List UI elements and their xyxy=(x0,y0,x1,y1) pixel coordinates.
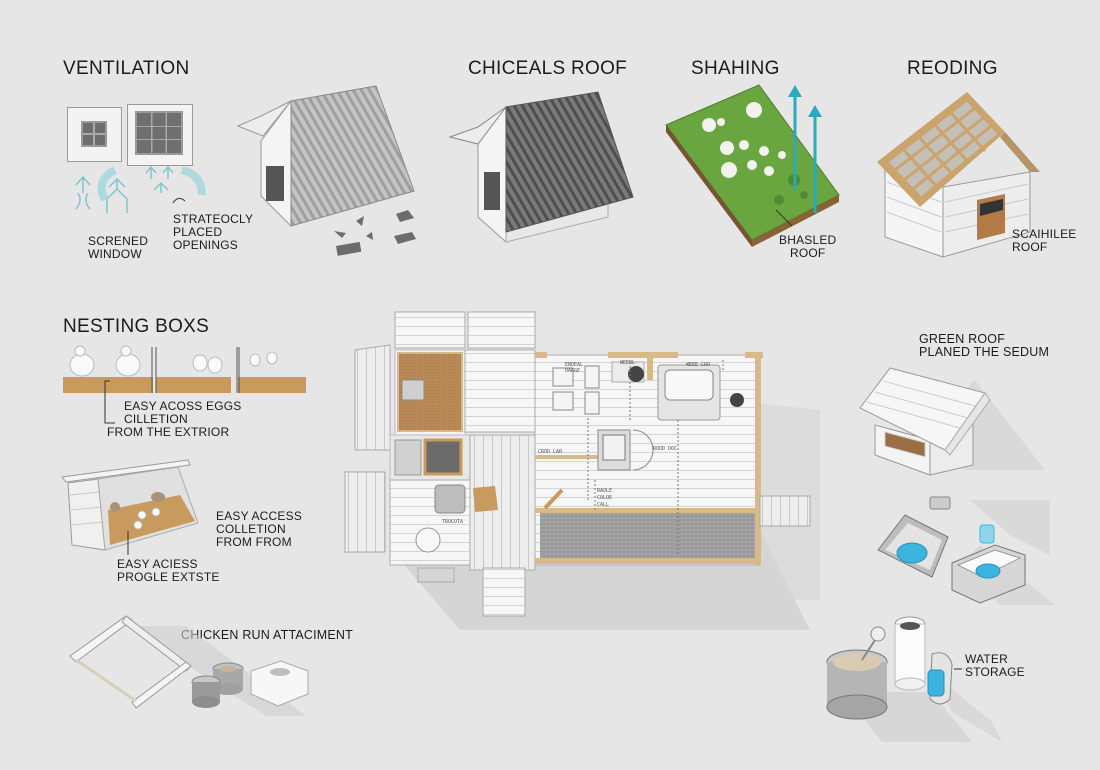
svg-text:CROD LAR: CROD LAR xyxy=(538,449,563,455)
svg-text:WEERL: WEERL xyxy=(620,360,635,366)
nesting-boxes-title: NESTING BOXS xyxy=(63,316,210,337)
svg-text:TROCOTA: TROCOTA xyxy=(442,519,463,525)
easy-access-eggs-label: EASY ACOSS EGGS CILLETION FROM THE EXTRI… xyxy=(107,399,242,439)
chicken-run-illustration xyxy=(69,615,309,716)
chiceals-roof-title: CHICEALS ROOF xyxy=(468,58,628,79)
water-storage-label: WATER STORAGE xyxy=(965,652,1025,679)
shahing-title: SHAHING xyxy=(691,58,780,79)
chicken-run-title: CHICKEN RUN ATTACIMENT xyxy=(181,628,353,642)
svg-text:ENDEAL: ENDEAL xyxy=(565,362,583,368)
svg-text:DARGE: DARGE xyxy=(565,368,580,374)
corrugated-roof-coop-light-illustration xyxy=(236,85,416,256)
easy-access-collection-label: EASY ACCESS COLLETION FROM FROM xyxy=(216,509,303,549)
water-storage-illustration xyxy=(826,616,1002,742)
openings-label: STRATEOCLY PLACED OPENINGS xyxy=(173,212,254,252)
nesting-box-cutaway-illustration xyxy=(61,459,199,555)
grid-roof-coop-illustration xyxy=(877,92,1040,258)
svg-text:CALL: CALL xyxy=(597,502,609,508)
feeder-waterer-trays-illustration xyxy=(877,496,1055,605)
svg-text:ROOD DOC: ROOD DOC xyxy=(653,446,677,452)
green-roof-coop-illustration xyxy=(859,367,1045,476)
scaihilee-roof-label: SCAIHILEE ROOF xyxy=(1012,227,1077,254)
svg-text:COLOE: COLOE xyxy=(597,495,612,501)
svg-text:WEEE CRD: WEEE CRD xyxy=(686,362,710,368)
easy-access-bottom-label: EASY ACIESS PROGLE EXTSTE xyxy=(117,557,220,584)
bhasled-roof-label: BHASLED ROOF xyxy=(779,233,837,260)
small-window-icon xyxy=(67,107,122,162)
corrugated-roof-coop-dark-illustration xyxy=(448,91,634,244)
green-roof-label: GREEN ROOF PLANED THE SEDUM xyxy=(919,332,1050,359)
airflow-arrows-icon xyxy=(75,165,206,213)
ventilation-title: VENTILATION xyxy=(63,58,190,79)
screened-window-icon xyxy=(127,104,193,166)
sedum-green-roof-illustration xyxy=(665,84,840,247)
nesting-boxes-illustration xyxy=(63,345,306,424)
reoding-title: REODING xyxy=(907,58,998,79)
screened-window-label: SCRENED WINDOW xyxy=(88,234,149,261)
svg-text:RAOLE: RAOLE xyxy=(597,488,612,494)
